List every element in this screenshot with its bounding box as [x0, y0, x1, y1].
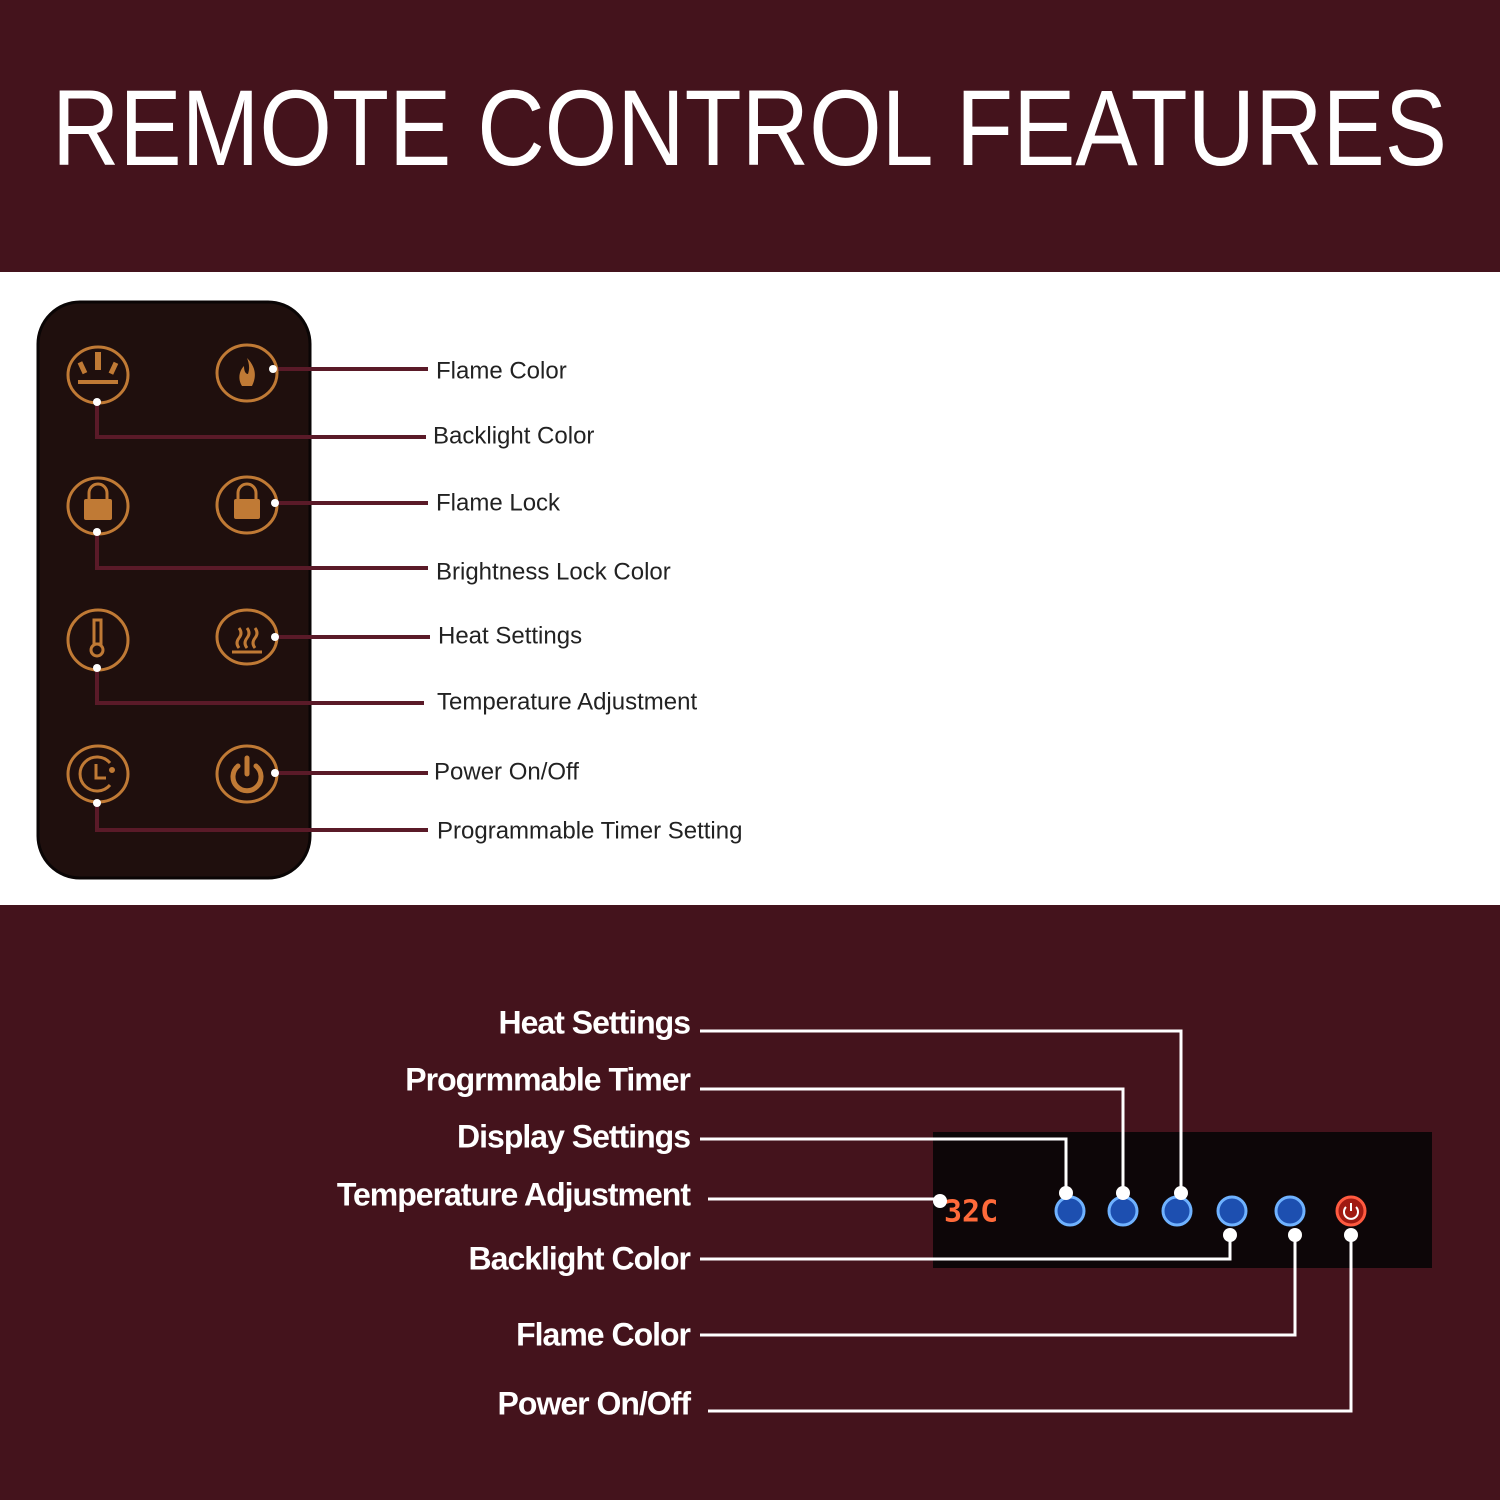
power-icon: [1343, 1203, 1359, 1220]
brightness-lock-icon: [84, 482, 112, 520]
timer-icon: [78, 755, 115, 793]
panel-label-timer: Progrmmable Timer: [405, 1061, 690, 1097]
heat-icon: [232, 627, 262, 654]
thermometer-icon: [89, 618, 105, 658]
panel-label-display: Display Settings: [457, 1118, 690, 1154]
remote-button-flame-color[interactable]: [215, 343, 279, 403]
remote-leader-lines: [95, 367, 430, 832]
panel-buttons: [1054, 1195, 1367, 1227]
panel-button-heat[interactable]: [1161, 1195, 1193, 1227]
page-title: REMOTE CONTROL FEATURES: [52, 67, 1447, 188]
panel-label-flame: Flame Color: [516, 1316, 690, 1352]
power-icon: [230, 755, 264, 794]
panel-label-backlight: Backlight Color: [469, 1240, 691, 1276]
panel-callout-dots: [933, 1186, 1358, 1242]
remote-label-heat-settings: Heat Settings: [438, 622, 582, 649]
flame-lock-icon: [234, 482, 260, 519]
remote-label-temperature: Temperature Adjustment: [437, 688, 697, 715]
remote-label-brightness-lock: Brightness Lock Color: [436, 558, 671, 585]
remote-label-backlight-color: Backlight Color: [433, 422, 594, 449]
remote-label-power: Power On/Off: [434, 758, 579, 785]
panel-button-backlight[interactable]: [1216, 1195, 1248, 1227]
panel-button-timer[interactable]: [1107, 1195, 1139, 1227]
remote-label-flame-lock: Flame Lock: [436, 489, 561, 516]
remote-control: [36, 300, 312, 880]
flame-icon: [239, 358, 255, 386]
panel-label-heat-settings: Heat Settings: [499, 1004, 691, 1040]
backlight-icon: [77, 352, 119, 384]
title-banner: [0, 0, 1500, 272]
remote-callout-dots: [93, 365, 279, 807]
panel-button-display[interactable]: [1054, 1195, 1086, 1227]
panel-leader-lines: [700, 1029, 1353, 1413]
panel-label-temperature: Temperature Adjustment: [337, 1176, 692, 1212]
remote-label-flame-color: Flame Color: [436, 357, 567, 384]
temperature-display: 32C: [944, 1195, 998, 1230]
panel-button-flame[interactable]: [1274, 1195, 1306, 1227]
panel-label-power: Power On/Off: [498, 1385, 692, 1421]
remote-label-timer: Programmable Timer Setting: [437, 817, 742, 844]
